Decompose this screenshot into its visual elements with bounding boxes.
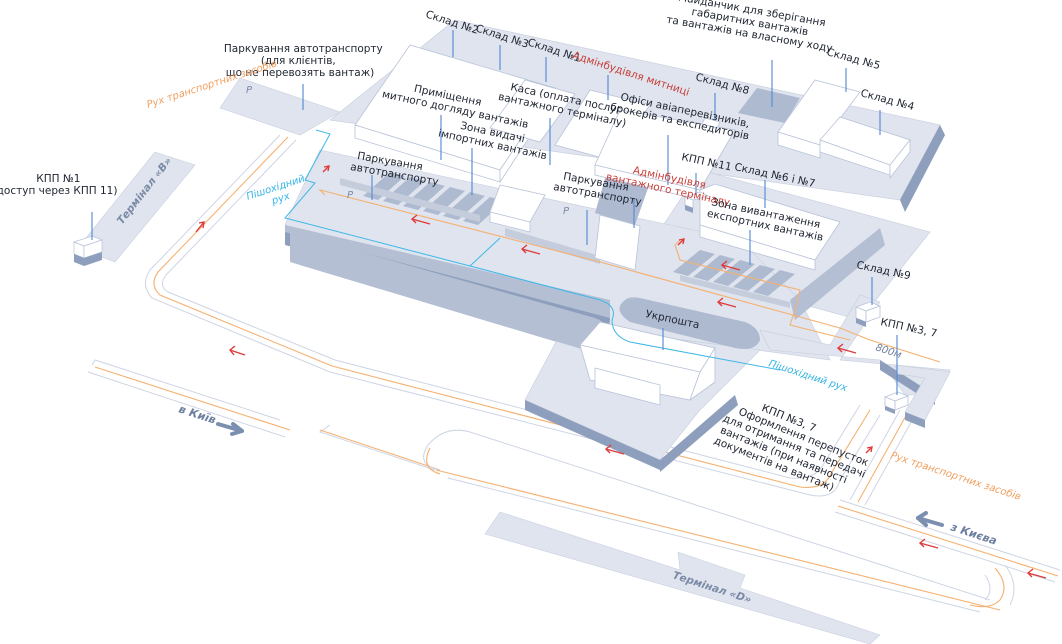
leader-lines	[91, 30, 898, 395]
arrow-icon	[229, 345, 246, 356]
from-kyiv-arrow-icon	[916, 511, 944, 527]
parking-clients-label: Паркування автотранспорту (для клієнтів,…	[224, 43, 386, 79]
arrow-icon	[918, 538, 939, 549]
parking-symbol: P	[347, 190, 354, 201]
kpp1-booth	[72, 235, 104, 266]
arrow-icon	[865, 446, 873, 454]
kpp1-label: КПП №1 (доступ через КПП 11)	[0, 173, 117, 197]
to-kyiv-label: в Київ	[177, 402, 217, 426]
arrow-icon	[410, 214, 431, 225]
warehouse-6-7	[699, 183, 841, 261]
buildings	[354, 44, 911, 414]
warehouse-8	[701, 117, 721, 129]
distance-label: 800м	[874, 342, 903, 361]
arrow-icon	[1026, 568, 1047, 579]
arrow-icon	[322, 165, 330, 173]
arrow-icon	[520, 244, 541, 255]
pedestrian-label: Пішохідний рух	[767, 357, 849, 394]
pedestrian-route	[284, 129, 781, 371]
parking-symbol: P	[563, 206, 570, 217]
kpp3-7-info-label: КПП №3, 7 Оформлення перепусток для отри…	[712, 390, 879, 504]
warehouse-1	[489, 79, 576, 143]
oversized-area-label: Майданчик для зберігання габаритних вант…	[665, 0, 837, 55]
client-parking: P	[219, 77, 341, 136]
arrow-icon	[836, 343, 857, 354]
arrow-icon	[677, 238, 685, 246]
kpp3-7-label: КПП №3, 7	[879, 316, 938, 340]
warehouse-5-label: Склад №5	[825, 46, 881, 72]
road-network	[87, 134, 1061, 613]
arrow-icon	[195, 221, 205, 233]
arrow-icon	[720, 260, 741, 271]
vehicle-traffic-label: Рух транспортних засобів	[889, 449, 1022, 503]
to-kyiv-arrow-icon	[216, 422, 244, 436]
internal-vehicle-route	[318, 188, 941, 363]
direction-arrows	[195, 165, 1047, 579]
arrow-icon	[716, 297, 737, 308]
cargo-admin-building	[594, 214, 641, 271]
arrow-icon	[604, 444, 625, 455]
svg-text:P: P	[246, 85, 253, 96]
customs-admin	[554, 89, 651, 161]
terminal-d: Термінал «D»	[484, 511, 881, 644]
